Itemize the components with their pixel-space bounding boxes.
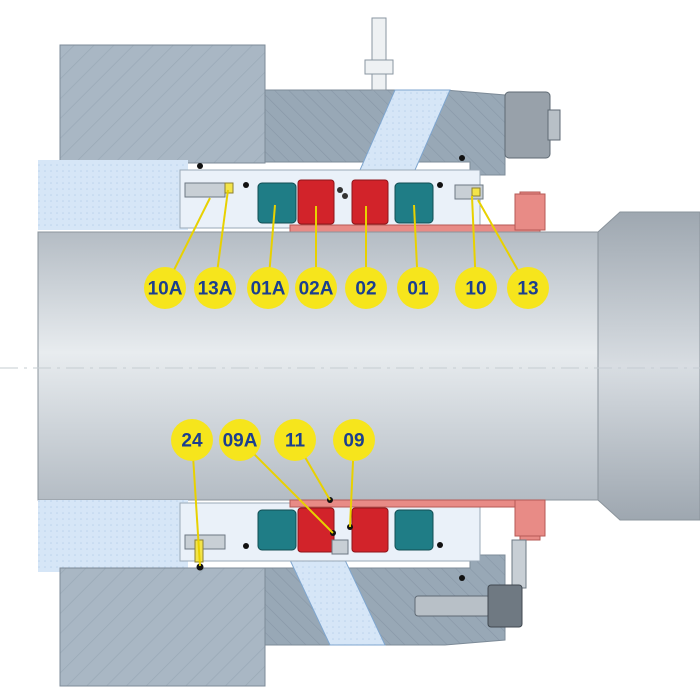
callout-bubble (345, 267, 387, 309)
callout-label: 02 (355, 279, 376, 300)
callout-10: 10 (455, 267, 497, 309)
callout-label: 02A (299, 279, 334, 300)
callout-bubbles: 10A 13A 01A 02A 02 01 10 13 24 09A 11 09 (144, 267, 549, 461)
callout-label: 10 (465, 279, 486, 300)
set-screw-bottom (511, 539, 527, 589)
fluid-chamber-bottom-left (38, 500, 188, 572)
callout-bubble (171, 419, 213, 461)
callout-09: 09 (333, 419, 375, 461)
callout-01: 01 (397, 267, 439, 309)
callout-label: 09A (223, 431, 258, 452)
seal-ring-02-top (351, 179, 389, 225)
clamp-collar-top (514, 193, 546, 231)
callout-label: 01 (407, 279, 429, 300)
flush-port-fitting (371, 17, 387, 91)
callout-13: 13 (507, 267, 549, 309)
callout-label: 13A (198, 279, 233, 300)
seal-ring-01A-top (257, 182, 297, 224)
callout-bubble (507, 267, 549, 309)
spring-bottom-left (184, 534, 226, 550)
callout-02A: 02A (295, 267, 337, 309)
callout-09A: 09A (219, 419, 261, 461)
housing-bottom (59, 567, 266, 687)
callout-10A: 10A (144, 267, 186, 309)
callout-bubble (333, 419, 375, 461)
seal-ring-01A-bottom (257, 509, 297, 551)
bottom-leader-24 (191, 439, 201, 567)
callout-label: 13 (517, 279, 538, 300)
callout-bubble (397, 267, 439, 309)
callout-bubble (219, 419, 261, 461)
callout-02: 02 (345, 267, 387, 309)
callout-label: 24 (181, 431, 203, 452)
bolt-nut-top (504, 91, 551, 159)
clamp-collar-bottom (514, 499, 546, 537)
callout-label: 10A (148, 279, 183, 300)
top-half-assembly (38, 17, 561, 233)
bolt-bottom (414, 595, 491, 617)
callout-bubble (247, 267, 289, 309)
callout-24: 24 (171, 419, 213, 461)
callout-13A: 13A (194, 267, 236, 309)
callout-label: 09 (343, 431, 364, 452)
spring-10A-top (184, 182, 226, 198)
callout-bubble (194, 267, 236, 309)
housing-top (59, 44, 266, 164)
callout-label: 11 (285, 431, 306, 452)
seal-ring-01-bottom (394, 509, 434, 551)
callout-bubble (274, 419, 316, 461)
callout-label: 01A (251, 279, 286, 300)
callout-11: 11 (274, 419, 316, 461)
callout-bubble (295, 267, 337, 309)
callout-bubble (455, 267, 497, 309)
shaft (0, 211, 700, 521)
bottom-leader-09A (239, 439, 334, 534)
callout-bubble (144, 267, 186, 309)
fluid-chamber-top-left (38, 160, 188, 230)
seal-ring-02A-bottom (297, 507, 335, 553)
bottom-half-assembly (38, 497, 546, 687)
seal-ring-02-bottom (351, 507, 389, 553)
callout-01A: 01A (247, 267, 289, 309)
